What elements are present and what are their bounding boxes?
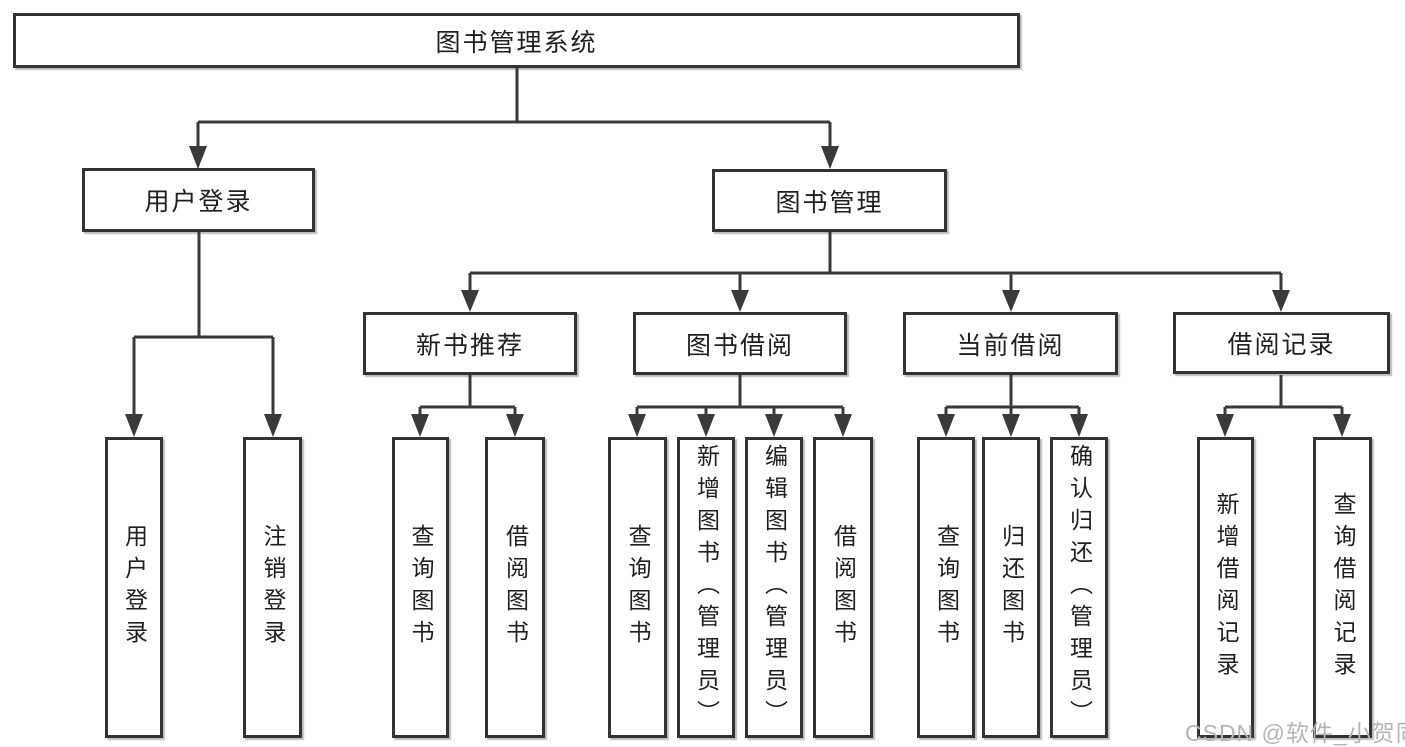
leaf-borrow-books: 借阅图书 <box>813 437 873 738</box>
leaf-newbook-borrow-books: 借阅图书 <box>485 437 545 738</box>
leaf-add-borrow-record: 新增借阅记录 <box>1197 437 1254 738</box>
leaf-edit-books-admin-label: 编辑图书（管理员） <box>761 443 788 732</box>
leaf-add-borrow-record-label: 新增借阅记录 <box>1213 491 1239 684</box>
node-borrow-record-label: 借阅记录 <box>1227 331 1336 359</box>
node-user-login-label: 用户登录 <box>144 188 253 216</box>
node-current-borrow: 当前借阅 <box>903 312 1118 375</box>
leaf-confirm-return-admin-label: 确认归还（管理员） <box>1066 443 1093 732</box>
leaf-query-borrow-record: 查询借阅记录 <box>1313 437 1372 738</box>
leaf-borrow-books-label: 借阅图书 <box>830 523 857 652</box>
leaf-return-books-label: 归还图书 <box>998 523 1025 652</box>
leaf-return-books: 归还图书 <box>982 437 1040 738</box>
node-user-login: 用户登录 <box>82 168 315 232</box>
arrowheads <box>125 146 1351 437</box>
leaf-confirm-return-admin: 确认归还（管理员） <box>1050 437 1108 738</box>
leaf-user-login-label: 用户登录 <box>121 523 148 652</box>
node-borrow-record: 借阅记录 <box>1173 312 1390 374</box>
leaf-newbook-borrow-books-label: 借阅图书 <box>502 523 529 652</box>
leaf-query-borrow-record-label: 查询借阅记录 <box>1330 491 1356 684</box>
node-root-system: 图书管理系统 <box>13 13 1020 68</box>
csdn-watermark: CSDN @软件_小贺同学 <box>1185 720 1405 746</box>
leaf-edit-books-admin: 编辑图书（管理员） <box>745 437 803 738</box>
leaf-current-query-books-label: 查询图书 <box>933 523 960 652</box>
node-book-management-label: 图书管理 <box>775 188 884 217</box>
leaf-newbook-query-books-label: 查询图书 <box>408 523 434 652</box>
leaf-borrow-query-books: 查询图书 <box>608 437 667 738</box>
node-book-borrow: 图书借阅 <box>633 312 847 375</box>
node-book-management: 图书管理 <box>712 169 947 232</box>
node-book-borrow-label: 图书借阅 <box>685 331 794 360</box>
leaf-current-query-books: 查询图书 <box>917 437 975 738</box>
leaf-newbook-query-books: 查询图书 <box>392 437 449 738</box>
leaf-user-login: 用户登录 <box>105 437 163 738</box>
leaf-add-books-admin-label: 新增图书（管理员） <box>693 443 720 732</box>
node-new-book-recommend: 新书推荐 <box>363 312 577 375</box>
leaf-logout: 注销登录 <box>243 437 302 738</box>
node-current-borrow-label: 当前借阅 <box>956 331 1065 360</box>
node-root-label: 图书管理系统 <box>435 28 598 57</box>
node-new-book-label: 新书推荐 <box>415 331 524 360</box>
leaf-add-books-admin: 新增图书（管理员） <box>677 437 735 738</box>
leaf-borrow-query-books-label: 查询图书 <box>625 523 651 652</box>
leaf-logout-label: 注销登录 <box>260 523 286 652</box>
